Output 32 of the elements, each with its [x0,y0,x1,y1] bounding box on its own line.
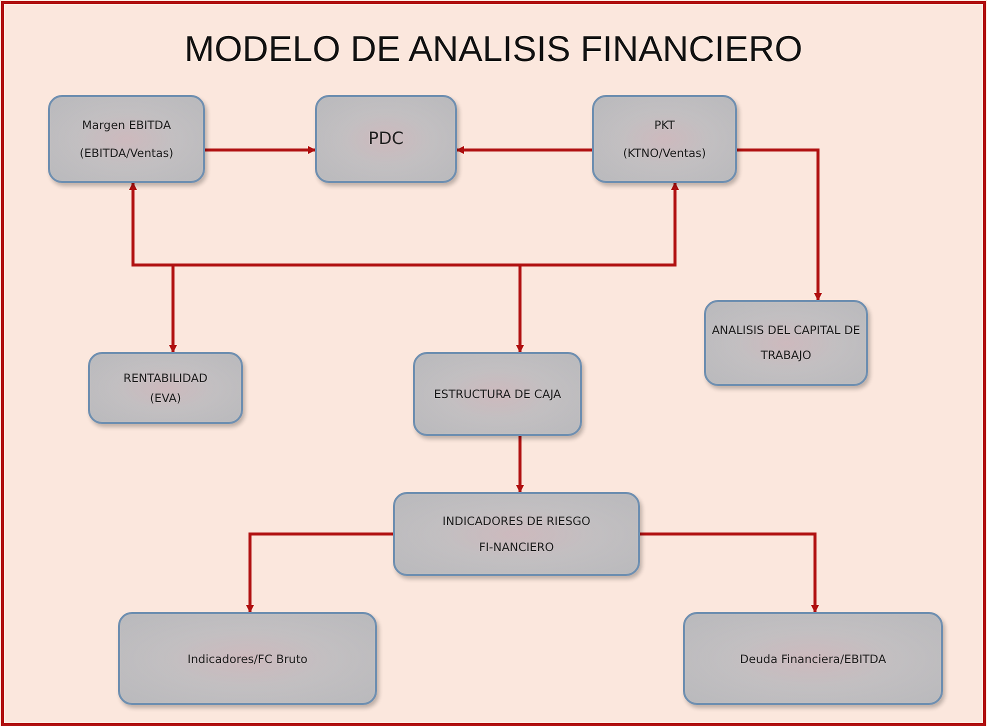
arrow [205,146,316,154]
box-label: (KTNO/Ventas) [622,146,706,160]
process-box [704,300,868,386]
arrow [520,182,679,266]
process-box [315,95,457,183]
process-box [413,352,582,436]
box-label: INDICADORES DE RIESGO FI-NANCIERO [442,512,592,556]
box-label: PKT [654,118,675,132]
diagram-title: MODELO DE ANALISIS FINANCIERO [183,28,804,70]
arrow [640,532,819,613]
process-box [118,612,377,705]
arrow [129,182,520,266]
arrow [169,265,177,353]
box-label: Margen EBITDA [82,118,171,132]
box-label: ESTRUCTURA DE CAJA [434,387,562,401]
process-box [88,352,243,424]
arrow [516,265,524,353]
box-label: RENTABILIDAD [123,371,208,385]
process-box [592,95,737,183]
arrow [516,436,524,493]
arrow [456,146,592,154]
box-label: Indicadores/FC Bruto [187,652,308,666]
arrow [737,148,822,301]
box-label: ANALISIS DEL CAPITAL DE TRABAJO [710,322,862,364]
arrow [246,532,393,613]
process-box [393,492,640,576]
box-label: Deuda Financiera/EBITDA [740,652,886,666]
process-box [48,95,205,183]
box-label: PDC [368,129,404,149]
box-label: (EVA) [150,391,182,405]
box-label: (EBITDA/Ventas) [80,146,174,160]
process-box [683,612,943,705]
